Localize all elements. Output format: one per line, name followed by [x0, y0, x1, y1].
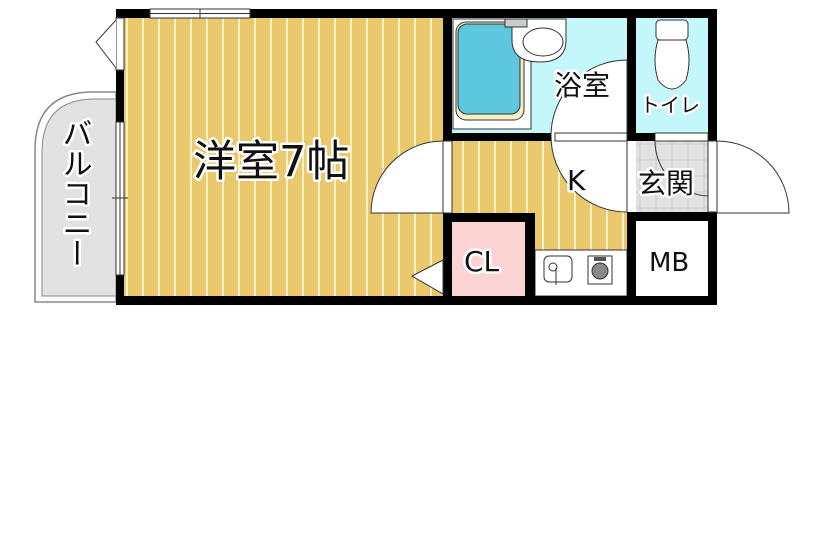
door-closet: [410, 259, 444, 295]
window-top: [149, 8, 251, 19]
window-balcony: [112, 121, 128, 276]
closet-label: CL: [464, 245, 500, 278]
bathtub-icon: [452, 18, 532, 130]
entrance-label: 玄関: [638, 167, 694, 200]
toilet-label: トイレ: [640, 93, 700, 117]
entrance-floor: [636, 141, 708, 212]
balcony-label: バルコニー: [57, 118, 92, 268]
door-room-kitchen: [370, 140, 444, 214]
western-room-label: 洋室7帖: [193, 137, 349, 187]
kitchen-label: K: [567, 164, 586, 197]
meter-box-floor: [636, 221, 708, 296]
stove-icon: [587, 255, 613, 285]
washbasin-icon: [504, 18, 567, 63]
door-left: [95, 17, 125, 71]
sink-icon: [543, 255, 573, 285]
meter-box-label: MB: [649, 248, 689, 278]
door-entrance: [716, 140, 790, 214]
door-toilet: [654, 140, 709, 197]
bathroom-label: 浴室: [554, 69, 610, 102]
closet-floor: [452, 222, 525, 296]
western-room-floor: [124, 18, 443, 296]
toilet-icon: [654, 19, 690, 90]
